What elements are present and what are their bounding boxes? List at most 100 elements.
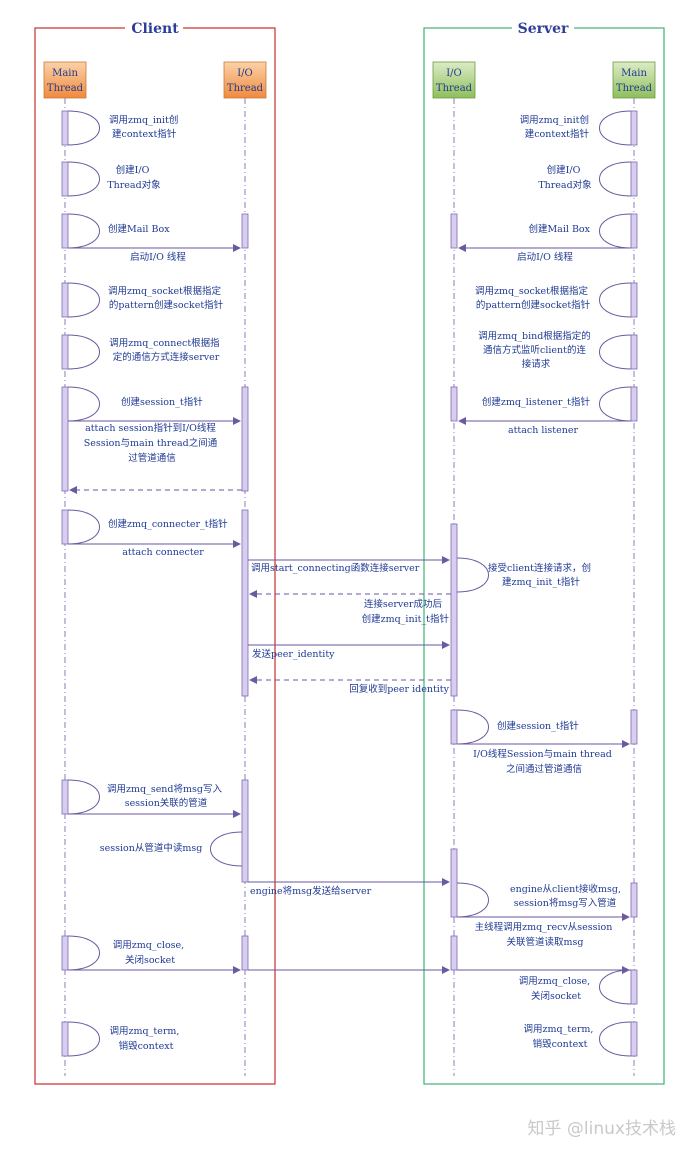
label-s-io-session: I/O线程Session与main thread 之间通过管道通信 [473, 748, 615, 775]
label-s-zmq-bind: 调用zmq_bind根据指定的 通信方式监听client的连 接请求 [478, 330, 594, 370]
self-call-loop [210, 831, 243, 867]
label-s-accept: 接受client连接请求，创 建zmq_init_t指针 [488, 562, 594, 588]
activation-bar [450, 935, 458, 971]
activation-bar [61, 110, 69, 146]
label-s-engine-recv: engine从client接收msg, session将msg写入管道 [510, 883, 624, 909]
self-call-loop [599, 386, 632, 422]
self-call-loop [599, 213, 632, 249]
activation-bar [61, 386, 69, 492]
lifeline-head-server-io: I/O Thread [432, 61, 476, 99]
label-s-main-recv: 主线程调用zmq_recv从session 关联管道读取msg [475, 921, 616, 948]
label-c-zmq-send: 调用zmq_send将msg写入 session关联的管道 [107, 784, 225, 809]
label-connected-reply: 连接server成功后 创建zmq_init_t指针 [362, 598, 450, 625]
self-call-loop [599, 334, 632, 370]
label-c-connecter: 创建zmq_connecter_t指针 [108, 518, 228, 530]
self-call-loop [599, 1021, 632, 1057]
label-call-start-connecting: 调用start_connecting函数连接server [251, 562, 420, 574]
activation-bar [630, 969, 638, 1005]
activation-bar [61, 779, 69, 815]
self-call-loop [67, 334, 100, 370]
self-call-loop [67, 779, 100, 815]
label-c-session-t: 创建session_t指针 [121, 396, 203, 408]
svg-text:I/O: I/O [446, 68, 462, 79]
label-s-zmq-term: 调用zmq_term, 销毁context [524, 1024, 597, 1050]
activation-bar [241, 935, 249, 971]
label-s-zmq-init: 调用zmq_init创 建context指针 [520, 114, 592, 140]
activation-bar [450, 848, 458, 918]
self-call-loop [67, 213, 100, 249]
activation-bar [630, 110, 638, 146]
activation-bar [630, 1021, 638, 1057]
label-send-peer: 发送peer_identity [252, 648, 335, 660]
label-s-create-io: 创建I/O Thread对象 [538, 164, 592, 191]
self-call-loop [67, 386, 100, 422]
activation-bar [241, 213, 249, 249]
activation-bar [61, 935, 69, 971]
svg-text:Main: Main [52, 68, 78, 79]
activation-bar [61, 213, 69, 249]
activation-bar [630, 282, 638, 318]
self-call-loop [67, 282, 100, 318]
label-engine-send: engine将msg发送给server [250, 885, 372, 897]
activation-bar [241, 779, 249, 883]
label-c-attach-session: attach session指针到I/O线程 Session与main thre… [84, 422, 220, 464]
activation-bar [61, 509, 69, 545]
svg-text:I/O: I/O [237, 68, 253, 79]
activation-bar [630, 213, 638, 249]
label-c-create-io: 创建I/O Thread对象 [107, 164, 161, 191]
self-call-loop [599, 110, 632, 146]
self-call-loop [599, 969, 632, 1005]
svg-text:Thread: Thread [227, 83, 264, 94]
activation-bar [241, 509, 249, 697]
label-s-mailbox: 创建Mail Box [528, 223, 590, 235]
label-c-zmq-connect: 调用zmq_connect根据指 定的通信方式连接server [109, 337, 222, 363]
label-c-mailbox: 创建Mail Box [108, 223, 170, 235]
self-call-loop [67, 1021, 100, 1057]
svg-text:Thread: Thread [616, 83, 653, 94]
lifeline-head-server-main: Main Thread [612, 61, 656, 99]
label-c-zmq-socket: 调用zmq_socket根据指定 的pattern创建socket指针 [108, 285, 224, 311]
activation-bar [61, 282, 69, 318]
lifeline-head-client-main: Main Thread [43, 61, 87, 99]
activation-bar [241, 386, 249, 492]
activation-bar [61, 161, 69, 197]
activation-bar [630, 882, 638, 918]
activation-bar [630, 161, 638, 197]
lifeline-head-client-io: I/O Thread [223, 61, 267, 99]
server-group-title: Server [518, 21, 569, 37]
svg-text:Main: Main [621, 68, 647, 79]
activation-bar [630, 334, 638, 370]
label-c-zmq-init: 调用zmq_init创 建context指针 [109, 114, 181, 140]
label-s-listener: 创建zmq_listener_t指针 [482, 396, 591, 408]
activation-bar [630, 709, 638, 745]
self-call-loop [456, 557, 489, 593]
self-call-loop [67, 161, 100, 197]
label-s-session-t: 创建session_t指针 [497, 720, 579, 732]
client-group-title: Client [131, 21, 179, 37]
activation-bar [630, 386, 638, 422]
label-c-zmq-close: 调用zmq_close, 关闭socket [113, 940, 187, 966]
self-call-loop [599, 282, 632, 318]
label-c-zmq-term: 调用zmq_term, 销毁context [110, 1026, 183, 1052]
self-call-loop [599, 161, 632, 197]
label-c-start-io: 启动I/O 线程 [130, 251, 186, 263]
label-s-zmq-close: 调用zmq_close, 关闭socket [519, 976, 593, 1002]
label-s-zmq-socket: 调用zmq_socket根据指定 的pattern创建socket指针 [475, 285, 591, 311]
label-reply-peer: 回复收到peer identity [349, 683, 449, 695]
activation-bar [61, 334, 69, 370]
watermark: 知乎 @linux技术栈 [528, 1119, 676, 1139]
label-c-session-read: session从管道中读msg [100, 842, 203, 854]
svg-text:Thread: Thread [436, 83, 473, 94]
label-s-attach-listener: attach listener [508, 425, 579, 436]
activation-bar [61, 1021, 69, 1057]
self-call-loop [456, 709, 489, 745]
activation-bar [450, 213, 458, 249]
activation-bar [450, 709, 458, 745]
self-call-loop [67, 509, 100, 545]
label-c-attach-connecter: attach connecter [122, 547, 204, 558]
activation-bar [450, 523, 458, 697]
self-call-loop [67, 110, 100, 146]
self-call-loop [456, 882, 489, 918]
self-call-loop [67, 935, 100, 971]
